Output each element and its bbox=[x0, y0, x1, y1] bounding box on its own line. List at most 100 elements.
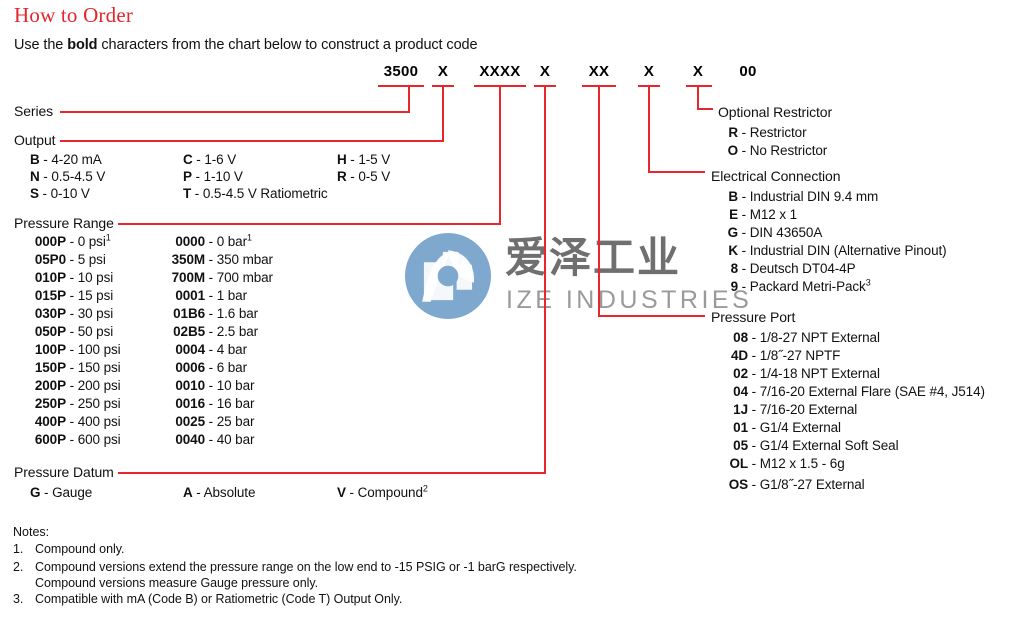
tick-series bbox=[378, 85, 424, 87]
code-segment-range: XXXX bbox=[479, 63, 521, 80]
output-option-c: C - 1-6 V bbox=[183, 152, 237, 167]
section-electrical-connection-label: Electrical Connection bbox=[711, 168, 841, 184]
electrical-option-k: K - Industrial DIN (Alternative Pinout) bbox=[728, 243, 947, 258]
port-option-02: 02 - 1/4-18 NPT External bbox=[733, 366, 880, 381]
range-bar-0001: 0001 - 1 bar bbox=[175, 288, 247, 303]
code-segment-series: 3500 bbox=[383, 63, 419, 80]
tick-restrictor bbox=[686, 85, 712, 87]
electrical-option-9: 9 - Packard Metri-Pack3 bbox=[730, 277, 871, 294]
range-psi-05p0: 05P0 - 5 psi bbox=[34, 252, 106, 267]
range-bar-700m: 700M - 700 mbar bbox=[171, 270, 273, 285]
leader-output-h bbox=[60, 140, 444, 142]
ize-logo-icon bbox=[405, 233, 491, 319]
section-pressure-datum-label: Pressure Datum bbox=[14, 464, 114, 480]
leader-restrictor-v bbox=[697, 85, 699, 110]
electrical-option-b: B - Industrial DIN 9.4 mm bbox=[728, 189, 879, 204]
code-segment-electrical: X bbox=[643, 63, 655, 80]
section-pressure-range-label: Pressure Range bbox=[14, 215, 114, 231]
code-segment-restrictor: X bbox=[692, 63, 704, 80]
range-psi-150p: 150P - 150 psi bbox=[34, 360, 121, 375]
output-option-h: H - 1-5 V bbox=[337, 152, 391, 167]
page-title: How to Order bbox=[14, 3, 134, 27]
range-psi-010p: 010P - 10 psi bbox=[34, 270, 114, 285]
section-optional-restrictor-label: Optional Restrictor bbox=[718, 104, 833, 120]
section-output-label: Output bbox=[14, 132, 56, 148]
code-segment-output: X bbox=[437, 63, 449, 80]
electrical-option-8: 8 - Deutsch DT04-4P bbox=[730, 261, 856, 276]
leader-output-v bbox=[442, 85, 444, 142]
electrical-option-g: G - DIN 43650A bbox=[727, 225, 823, 240]
subtitle-pre: Use the bbox=[14, 37, 68, 53]
leader-restrictor-h bbox=[697, 108, 713, 110]
leader-electrical-v bbox=[648, 85, 650, 173]
output-option-n: N - 0.5-4.5 V bbox=[30, 169, 106, 184]
range-psi-100p: 100P - 100 psi bbox=[34, 342, 121, 357]
restrictor-option-o: O - No Restrictor bbox=[727, 143, 828, 158]
note-text-1: Compound only. bbox=[35, 542, 125, 556]
range-bar-02b5: 02B5 - 2.5 bar bbox=[173, 324, 259, 339]
note-item-3: 3. Compatible with mA (Code B) or Ratiom… bbox=[13, 592, 653, 606]
leader-series-h bbox=[60, 111, 410, 113]
company-watermark: 爱泽工业 IZE INDUSTRIES bbox=[405, 233, 749, 325]
note-number-1: 1. bbox=[13, 542, 24, 556]
note-text-3: Compatible with mA (Code B) or Ratiometr… bbox=[35, 592, 403, 606]
output-option-p: P - 1-10 V bbox=[183, 169, 243, 184]
leader-range-h bbox=[118, 223, 501, 225]
leader-range-v bbox=[499, 85, 501, 225]
note-item-1: 1. Compound only. bbox=[13, 542, 653, 556]
port-option-4d: 4D - 1/8˝-27 NPTF bbox=[730, 348, 841, 363]
watermark-english-name: IZE INDUSTRIES bbox=[506, 286, 753, 314]
range-bar-0016: 0016 - 16 bar bbox=[175, 396, 255, 411]
note-number-3: 3. bbox=[13, 592, 24, 606]
leader-electrical-h bbox=[648, 171, 705, 173]
port-option-04: 04 - 7/16-20 External Flare (SAE #4, J51… bbox=[733, 384, 985, 399]
code-segment-suffix: 00 bbox=[739, 63, 757, 80]
port-option-1j: 1J - 7/16-20 External bbox=[733, 402, 858, 417]
port-option-01: 01 - G1/4 External bbox=[733, 420, 841, 435]
range-psi-015p: 015P - 15 psi bbox=[34, 288, 114, 303]
code-segment-port: XX bbox=[588, 63, 610, 80]
leader-datum-h bbox=[118, 472, 546, 474]
range-psi-050p: 050P - 50 psi bbox=[34, 324, 114, 339]
output-option-t: T - 0.5-4.5 V Ratiometric bbox=[183, 186, 328, 201]
range-psi-030p: 030P - 30 psi bbox=[34, 306, 114, 321]
range-psi-000p: 000P - 0 psi1 bbox=[34, 232, 111, 249]
section-series-label: Series bbox=[14, 103, 54, 119]
range-bar-0006: 0006 - 6 bar bbox=[175, 360, 247, 375]
section-pressure-port-label: Pressure Port bbox=[711, 309, 796, 325]
range-bar-01b6: 01B6 - 1.6 bar bbox=[173, 306, 259, 321]
output-option-r: R - 0-5 V bbox=[337, 169, 391, 184]
range-psi-600p: 600P - 600 psi bbox=[34, 432, 121, 447]
datum-option-g: G - Gauge bbox=[30, 485, 93, 500]
range-bar-0025: 0025 - 25 bar bbox=[175, 414, 255, 429]
range-bar-350m: 350M - 350 mbar bbox=[171, 252, 273, 267]
output-option-s: S - 0-10 V bbox=[30, 186, 90, 201]
subtitle-post: characters from the chart below to const… bbox=[97, 37, 478, 53]
leader-series-v bbox=[408, 85, 410, 113]
note-text-2: Compound versions extend the pressure ra… bbox=[35, 560, 577, 590]
port-option-os: OS - G1/8˝-27 External bbox=[728, 477, 865, 492]
output-option-b: B - 4-20 mA bbox=[30, 152, 102, 167]
range-bar-0004: 0004 - 4 bar bbox=[175, 342, 247, 357]
range-psi-250p: 250P - 250 psi bbox=[34, 396, 121, 411]
subtitle-bold-word: bold bbox=[67, 37, 98, 53]
restrictor-option-r: R - Restrictor bbox=[728, 125, 807, 140]
range-bar-0040: 0040 - 40 bar bbox=[175, 432, 255, 447]
leader-port-h bbox=[598, 315, 705, 317]
note-item-2: 2. Compound versions extend the pressure… bbox=[13, 559, 639, 591]
page-subtitle: Use the bold characters from the chart b… bbox=[14, 37, 478, 53]
leader-datum-v bbox=[544, 85, 546, 474]
port-option-ol: OL - M12 x 1.5 - 6g bbox=[729, 456, 845, 471]
code-segment-datum: X bbox=[539, 63, 551, 80]
datum-option-a: A - Absolute bbox=[183, 485, 256, 500]
range-bar-0010: 0010 - 10 bar bbox=[175, 378, 255, 393]
range-bar-0000: 0000 - 0 bar1 bbox=[175, 232, 252, 249]
datum-option-v: V - Compound2 bbox=[337, 483, 428, 500]
note-number-2: 2. bbox=[13, 560, 24, 574]
electrical-option-e: E - M12 x 1 bbox=[729, 207, 798, 222]
port-option-08: 08 - 1/8-27 NPT External bbox=[733, 330, 880, 345]
leader-port-v bbox=[598, 85, 600, 317]
notes-heading: Notes: bbox=[13, 525, 50, 539]
range-psi-400p: 400P - 400 psi bbox=[34, 414, 121, 429]
